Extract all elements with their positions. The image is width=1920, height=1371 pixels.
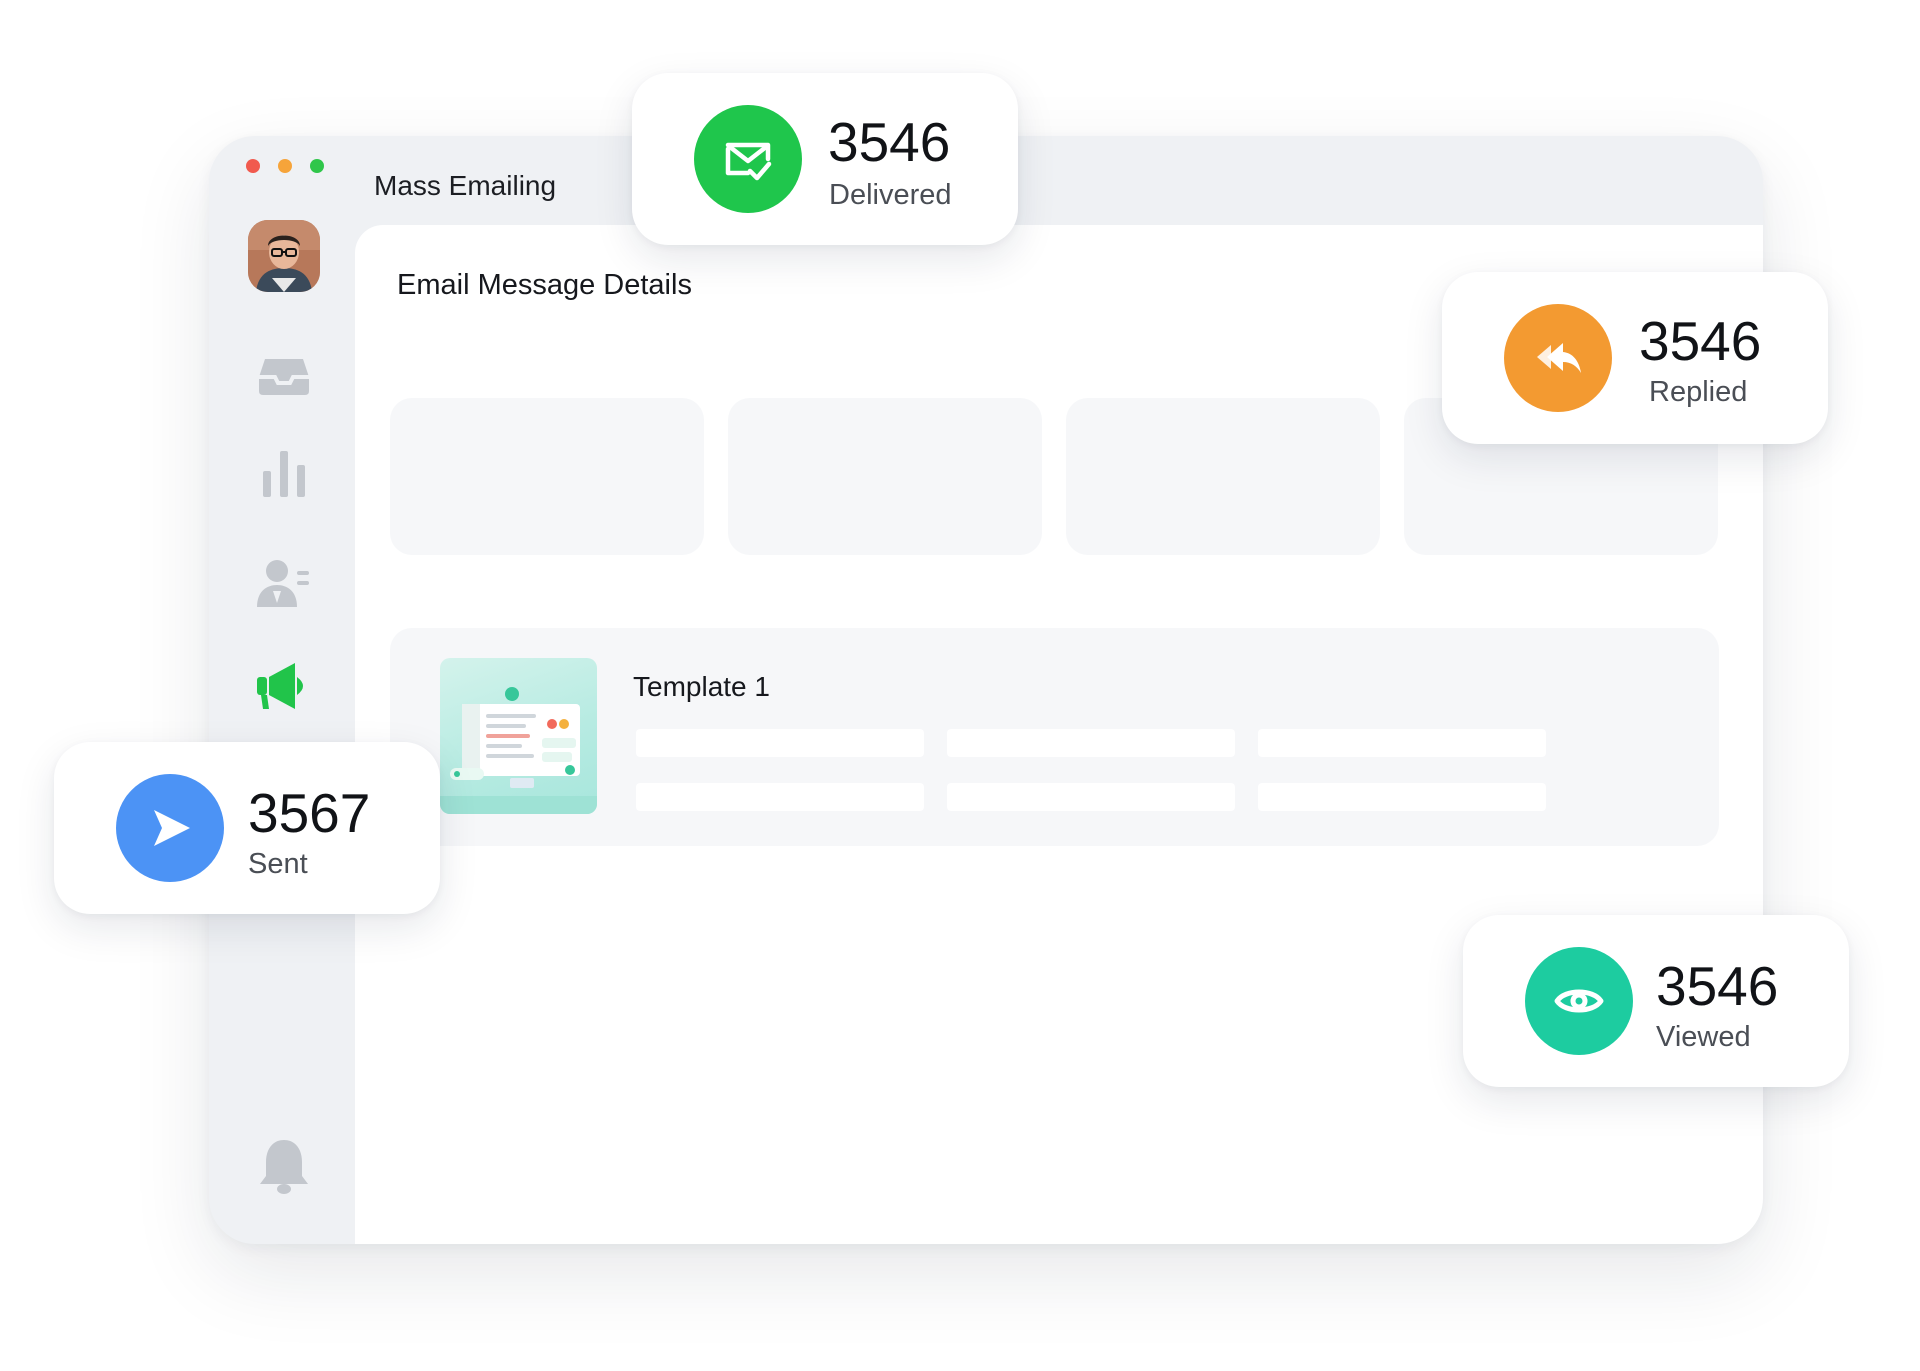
avatar[interactable]	[248, 220, 320, 292]
window-title: Mass Emailing	[374, 170, 557, 201]
maximize-dot[interactable]	[310, 159, 324, 173]
replied-card: 3546 Replied	[1442, 272, 1828, 444]
inbox-icon[interactable]	[253, 341, 315, 403]
mail-check-icon	[725, 142, 772, 181]
sent-card: 3567 Sent	[54, 742, 440, 914]
line-placeholder	[947, 729, 1235, 757]
delivered-count: 3546	[828, 111, 951, 173]
viewed-count: 3546	[1656, 955, 1779, 1017]
stat-placeholder-3	[1066, 398, 1380, 555]
bell-icon[interactable]	[252, 1134, 316, 1198]
megaphone-icon[interactable]	[253, 655, 315, 717]
line-placeholder	[1258, 783, 1546, 811]
viewed-label: Viewed	[1656, 1021, 1751, 1053]
template-name: Template 1	[633, 671, 770, 702]
template-thumbnail	[440, 658, 597, 814]
viewed-badge	[1525, 947, 1633, 1055]
contacts-icon[interactable]	[253, 553, 315, 615]
stat-placeholder-1	[390, 398, 704, 555]
eye-icon	[1554, 989, 1604, 1013]
replied-label: Replied	[1649, 376, 1748, 408]
line-placeholder	[1258, 729, 1546, 757]
delivered-card: 3546 Delivered	[632, 73, 1018, 245]
replied-badge	[1504, 304, 1612, 412]
close-dot[interactable]	[246, 159, 260, 173]
line-placeholder	[636, 729, 924, 757]
page-title: Email Message Details	[397, 269, 692, 301]
line-placeholder	[947, 783, 1235, 811]
delivered-label: Delivered	[829, 179, 952, 211]
viewed-card: 3546 Viewed	[1463, 915, 1849, 1087]
line-placeholder	[636, 783, 924, 811]
reply-all-icon	[1537, 343, 1581, 373]
sent-count: 3567	[248, 782, 371, 844]
stat-placeholder-2	[728, 398, 1042, 555]
window-controls	[246, 159, 324, 173]
template-card[interactable]: Template 1	[390, 628, 1719, 846]
delivered-badge	[694, 105, 802, 213]
bar-chart-icon[interactable]	[253, 441, 315, 503]
send-icon	[154, 810, 190, 846]
minimize-dot[interactable]	[278, 159, 292, 173]
sent-badge	[116, 774, 224, 882]
sent-label: Sent	[248, 848, 308, 880]
replied-count: 3546	[1639, 310, 1762, 372]
